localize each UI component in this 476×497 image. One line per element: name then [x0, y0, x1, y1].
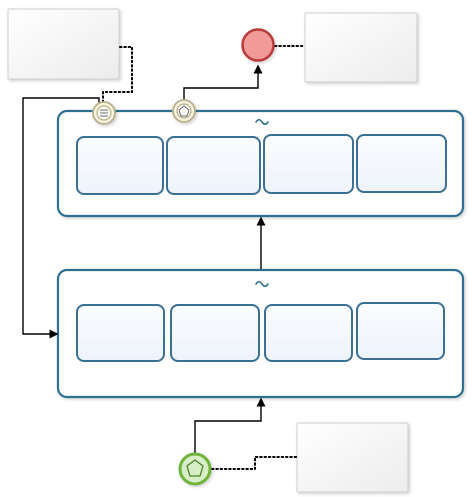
boundary-event[interactable]	[92, 101, 116, 125]
sequence-flow	[194, 397, 266, 456]
pentagon-icon	[186, 459, 204, 477]
task-box[interactable]	[170, 304, 260, 362]
task-box[interactable]	[263, 134, 354, 194]
annotation-bottom-right[interactable]	[296, 422, 409, 493]
association-line	[211, 456, 298, 470]
annotation-top-left[interactable]	[7, 8, 120, 80]
task-box[interactable]	[264, 304, 353, 362]
boundary-event[interactable]	[172, 99, 196, 123]
pentagon-icon	[178, 105, 190, 117]
task-box[interactable]	[356, 302, 445, 360]
loop-marker-icon	[255, 280, 269, 288]
sequence-flow	[183, 64, 263, 100]
sequence-flow	[22, 97, 100, 339]
task-box[interactable]	[356, 134, 447, 193]
task-box[interactable]	[166, 136, 261, 195]
start-event[interactable]	[178, 452, 212, 486]
task-box[interactable]	[76, 136, 164, 195]
list-icon	[100, 109, 108, 117]
end-event[interactable]	[241, 28, 275, 62]
loop-marker-icon	[255, 118, 269, 126]
association-line	[102, 46, 133, 104]
annotation-top-right[interactable]	[304, 12, 418, 83]
task-box[interactable]	[76, 304, 165, 362]
